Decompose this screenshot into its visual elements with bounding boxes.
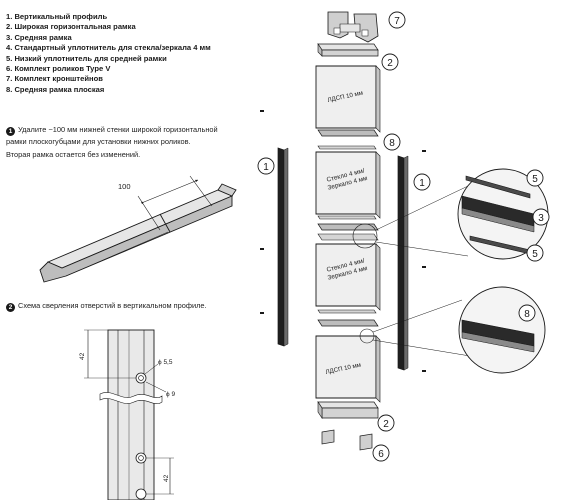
panel-glass-upper-label: Стекло 4 мм/ Зеркало 4 мм (325, 167, 369, 192)
drill-hole-small (138, 455, 144, 461)
leader-line-hole-large (145, 381, 167, 393)
parts-list-item: 8. Средняя рамка плоская (6, 84, 105, 94)
vertical-profile-left (277, 147, 289, 347)
parts-list-item: 6. Комплект роликов Type V (6, 64, 111, 74)
parts-list-item: 5. Низкий уплотнитель для средней рамки (6, 53, 167, 63)
callout-number: 8 (524, 309, 530, 320)
callout-wide-frame-top: 2 (381, 53, 399, 71)
screw (422, 150, 426, 152)
detail-middle-frame (352, 168, 549, 260)
step-1-line: Удалите ~100 мм нижней стенки широкой го… (18, 125, 218, 134)
dimension-top-offset-label: 42 (79, 352, 86, 360)
dimension-arrow-line (141, 179, 199, 205)
callout-flat-frame-upper: 8 (383, 133, 401, 151)
callout-profile-left: 1 (257, 157, 275, 175)
step-2-badge: 2 (6, 303, 15, 312)
parts-list-item: 4. Стандартный уплотнитель для стекла/зе… (6, 43, 211, 53)
panel-glass-lower-label-box: Стекло 4 мм/ Зеркало 4 мм (325, 257, 369, 282)
callout-number: 5 (532, 174, 538, 185)
screw (260, 312, 264, 314)
flat-middle-frame-lower (317, 319, 379, 327)
callout-brackets: 7 (388, 11, 406, 29)
drill-hole-small (138, 375, 144, 381)
parts-list-item: 3. Средняя рамка (6, 32, 72, 42)
callout-number: 2 (387, 58, 393, 69)
step-1-line: Вторая рамка остается без изменений. (6, 149, 141, 159)
parts-list-item: 2. Широкая горизонтальная рамка (6, 22, 136, 32)
seal-rail (317, 145, 377, 150)
parts-list: 1. Вертикальный профиль 2. Широкая гориз… (6, 12, 211, 95)
screws (260, 110, 426, 372)
exploded-assembly: ЛДСП 10 мм Стекло 4 мм/ Зеркало 4 мм (260, 11, 426, 451)
seal-rail (317, 215, 377, 220)
wide-frame-top (317, 43, 379, 57)
parts-list-item: 7. Комплект кронштейнов (6, 74, 103, 84)
screw (260, 248, 264, 250)
hole-small-diameter-label: ϕ 5,5 (158, 359, 173, 366)
panel-chipboard-bottom: ЛДСП 10 мм (315, 335, 381, 403)
callout-middle-frame: 3 (532, 208, 550, 226)
callout-number: 2 (383, 419, 389, 430)
screw (422, 266, 426, 268)
parts-list-item: 1. Вертикальный профиль (6, 12, 108, 21)
panel-glass-lower-label: Стекло 4 мм/ Зеркало 4 мм (325, 257, 369, 282)
callout-number: 6 (378, 449, 384, 460)
dimension-label-100: 100 (118, 182, 131, 191)
roller-kit (321, 429, 373, 451)
profile-break-line (99, 392, 163, 404)
callout-number: 1 (263, 162, 269, 173)
seal-rail (317, 309, 377, 314)
panel-glass-upper-label-box: Стекло 4 мм/ Зеркало 4 мм (325, 167, 369, 192)
callout-seal-bottom: 5 (526, 244, 544, 262)
callout-wide-frame-bottom: 2 (377, 414, 395, 432)
panel-glass-upper: Стекло 4 мм/ Зеркало 4 мм (315, 151, 381, 219)
panel-glass-lower: Стекло 4 мм/ Зеркало 4 мм (315, 243, 381, 311)
callout-number: 1 (419, 178, 425, 189)
frame-profile-front-face (39, 195, 233, 283)
callout-flat-frame-detail: 8 (518, 304, 536, 322)
callout-number: 7 (394, 16, 400, 27)
drill-hole-large (135, 488, 147, 500)
callout-number: 8 (389, 138, 395, 149)
flat-middle-frame (317, 129, 379, 137)
leader-line-hole-small (144, 363, 159, 375)
wide-frame-bottom (317, 401, 379, 419)
hole-large-diameter-label: ϕ 9 (166, 391, 175, 398)
screw (422, 370, 426, 372)
step-2-text: Схема сверления отверстий в вертикальном… (18, 301, 207, 310)
bracket-kit (327, 11, 379, 43)
panel-chipboard-top: ЛДСП 10 мм (315, 65, 381, 133)
frame-profile-lip (217, 183, 237, 197)
frame-profile-cut-line (159, 213, 171, 233)
frame-profile-top-face (46, 189, 234, 269)
step-1-line: рамки плоскогубцами для установки нижних… (6, 137, 191, 147)
callout-seal-top: 5 (526, 169, 544, 187)
vertical-profile-body (107, 329, 155, 500)
vertical-profile-right (397, 155, 409, 371)
step-1-badge: 1 (6, 127, 15, 136)
step-2-drilling-illustration: 42 ϕ 5,5 ϕ 9 42 (79, 329, 175, 500)
middle-frame (317, 223, 379, 241)
callout-number: 3 (538, 213, 544, 224)
step-1-frame-illustration: 100 (39, 175, 237, 283)
frame-profile-inner-edge (65, 231, 169, 277)
callout-number: 5 (532, 249, 538, 260)
dimension-spacing-label: 42 (163, 474, 170, 482)
callout-rollers: 6 (372, 444, 390, 462)
screw (260, 110, 264, 112)
callout-profile-right: 1 (413, 173, 431, 191)
detail-flat-frame (359, 286, 546, 374)
